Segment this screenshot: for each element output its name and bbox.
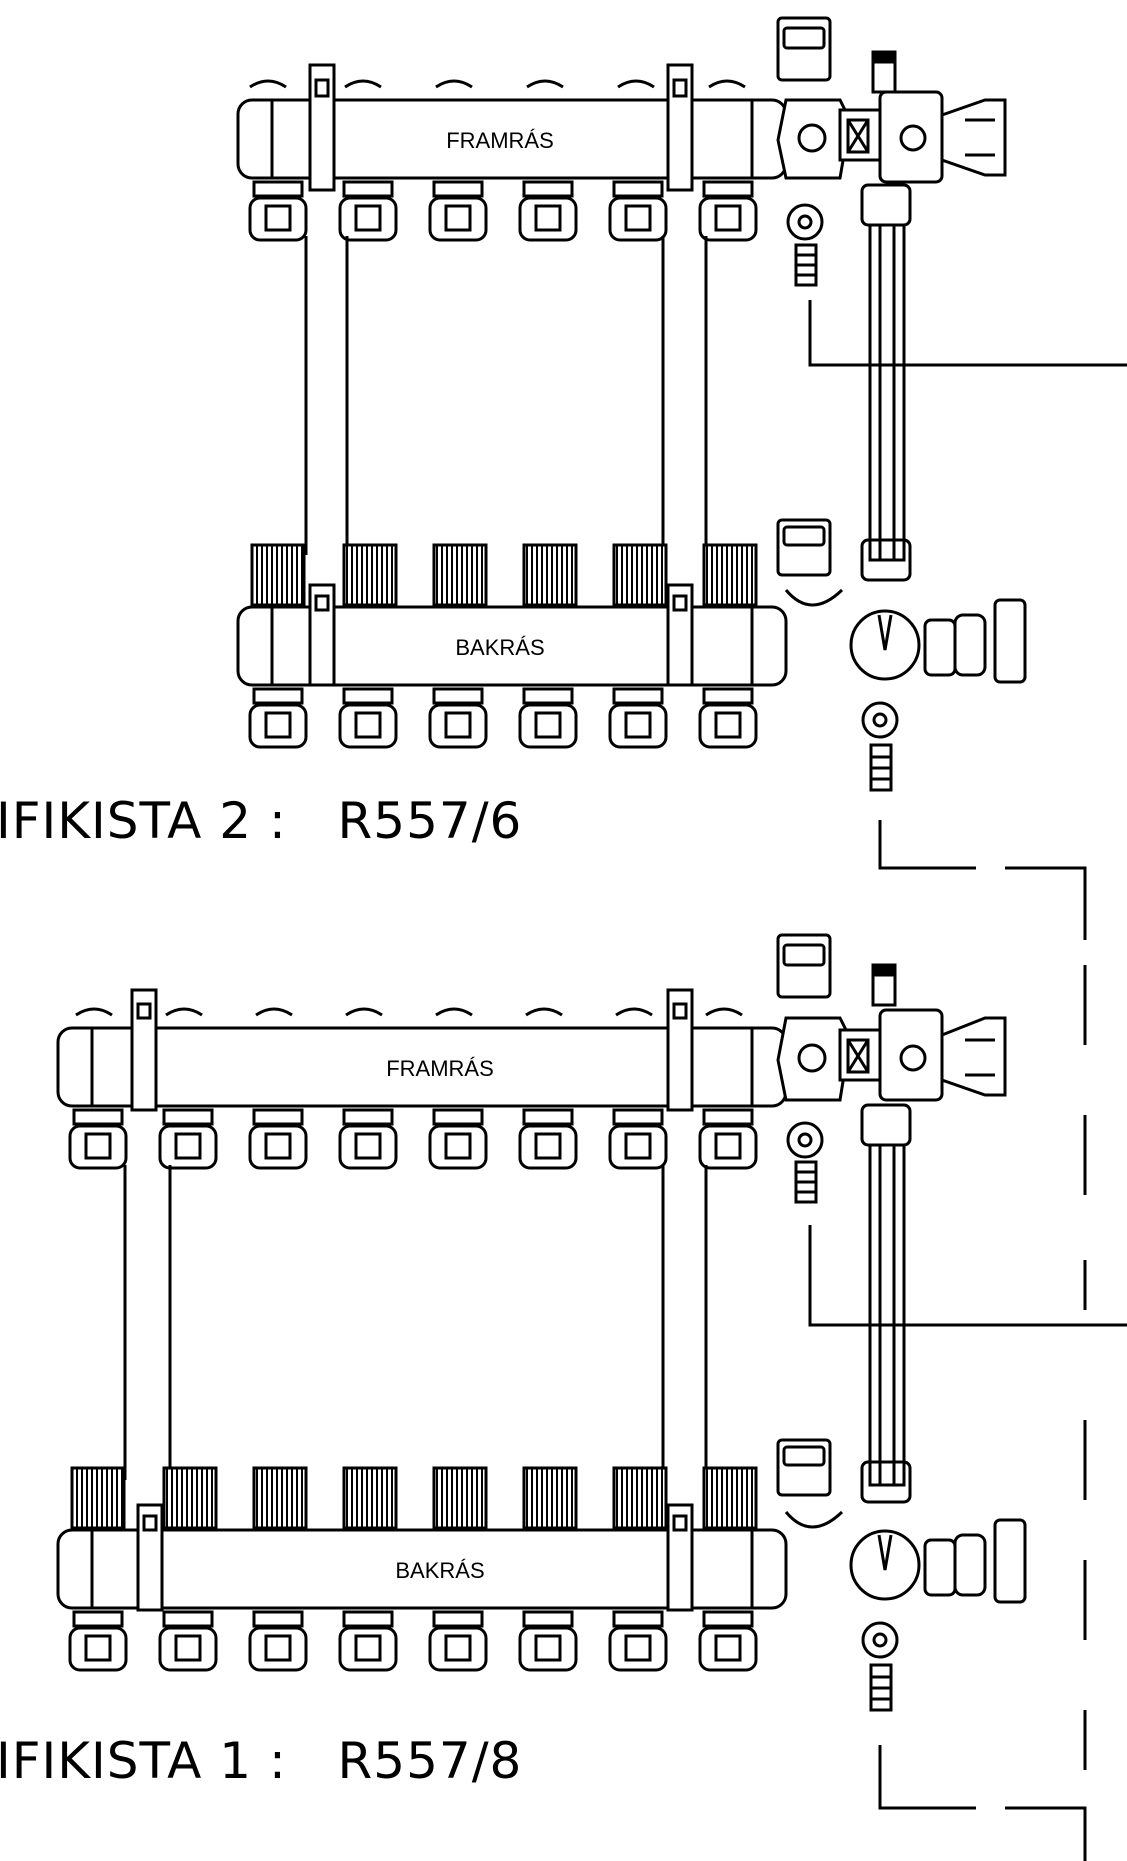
bracket: [308, 583, 336, 687]
bracket: [666, 988, 694, 1112]
bracket: [666, 583, 694, 687]
bracket: [308, 63, 336, 192]
return-valve-knobs: [70, 1466, 758, 1530]
return-connection-line: [878, 1745, 976, 1810]
supply-bar-caps: [75, 1007, 743, 1017]
return-outlets: [248, 687, 758, 749]
supply-connection-line: [808, 300, 1127, 367]
supply-outlets: [248, 180, 758, 242]
return-label: BAKRÁS: [395, 1558, 484, 1583]
return-valve-knobs: [250, 543, 758, 607]
return-label: BAKRÁS: [455, 635, 544, 660]
manifold-title-bottom: IFIKISTA 1 : R557/8: [0, 1732, 522, 1790]
bracket: [666, 63, 694, 192]
supply-label: FRAMRÁS: [386, 1056, 494, 1081]
supply-label: FRAMRÁS: [446, 128, 554, 153]
supply-bar-caps: [249, 79, 746, 89]
return-outlets: [68, 1610, 758, 1672]
supply-outlets: [68, 1108, 758, 1170]
manifold-r557-6: FRAMRÁS BAKRÁS: [236, 16, 1127, 940]
supply-connection-line: [808, 1225, 1127, 1327]
return-connection-line: [878, 820, 976, 870]
return-bar: [56, 1528, 788, 1610]
mixing-valve-unit: [776, 16, 1027, 792]
bracket: [130, 988, 158, 1112]
bracket: [666, 1503, 694, 1612]
manifold-title-top: IFIKISTA 2 : R557/6: [0, 792, 522, 850]
bracket: [136, 1503, 164, 1612]
return-bar: [236, 605, 788, 687]
mixing-valve-unit: [776, 933, 1027, 1712]
manifold-r557-8: FRAMRÁS BAKRÁS: [56, 933, 1127, 1861]
